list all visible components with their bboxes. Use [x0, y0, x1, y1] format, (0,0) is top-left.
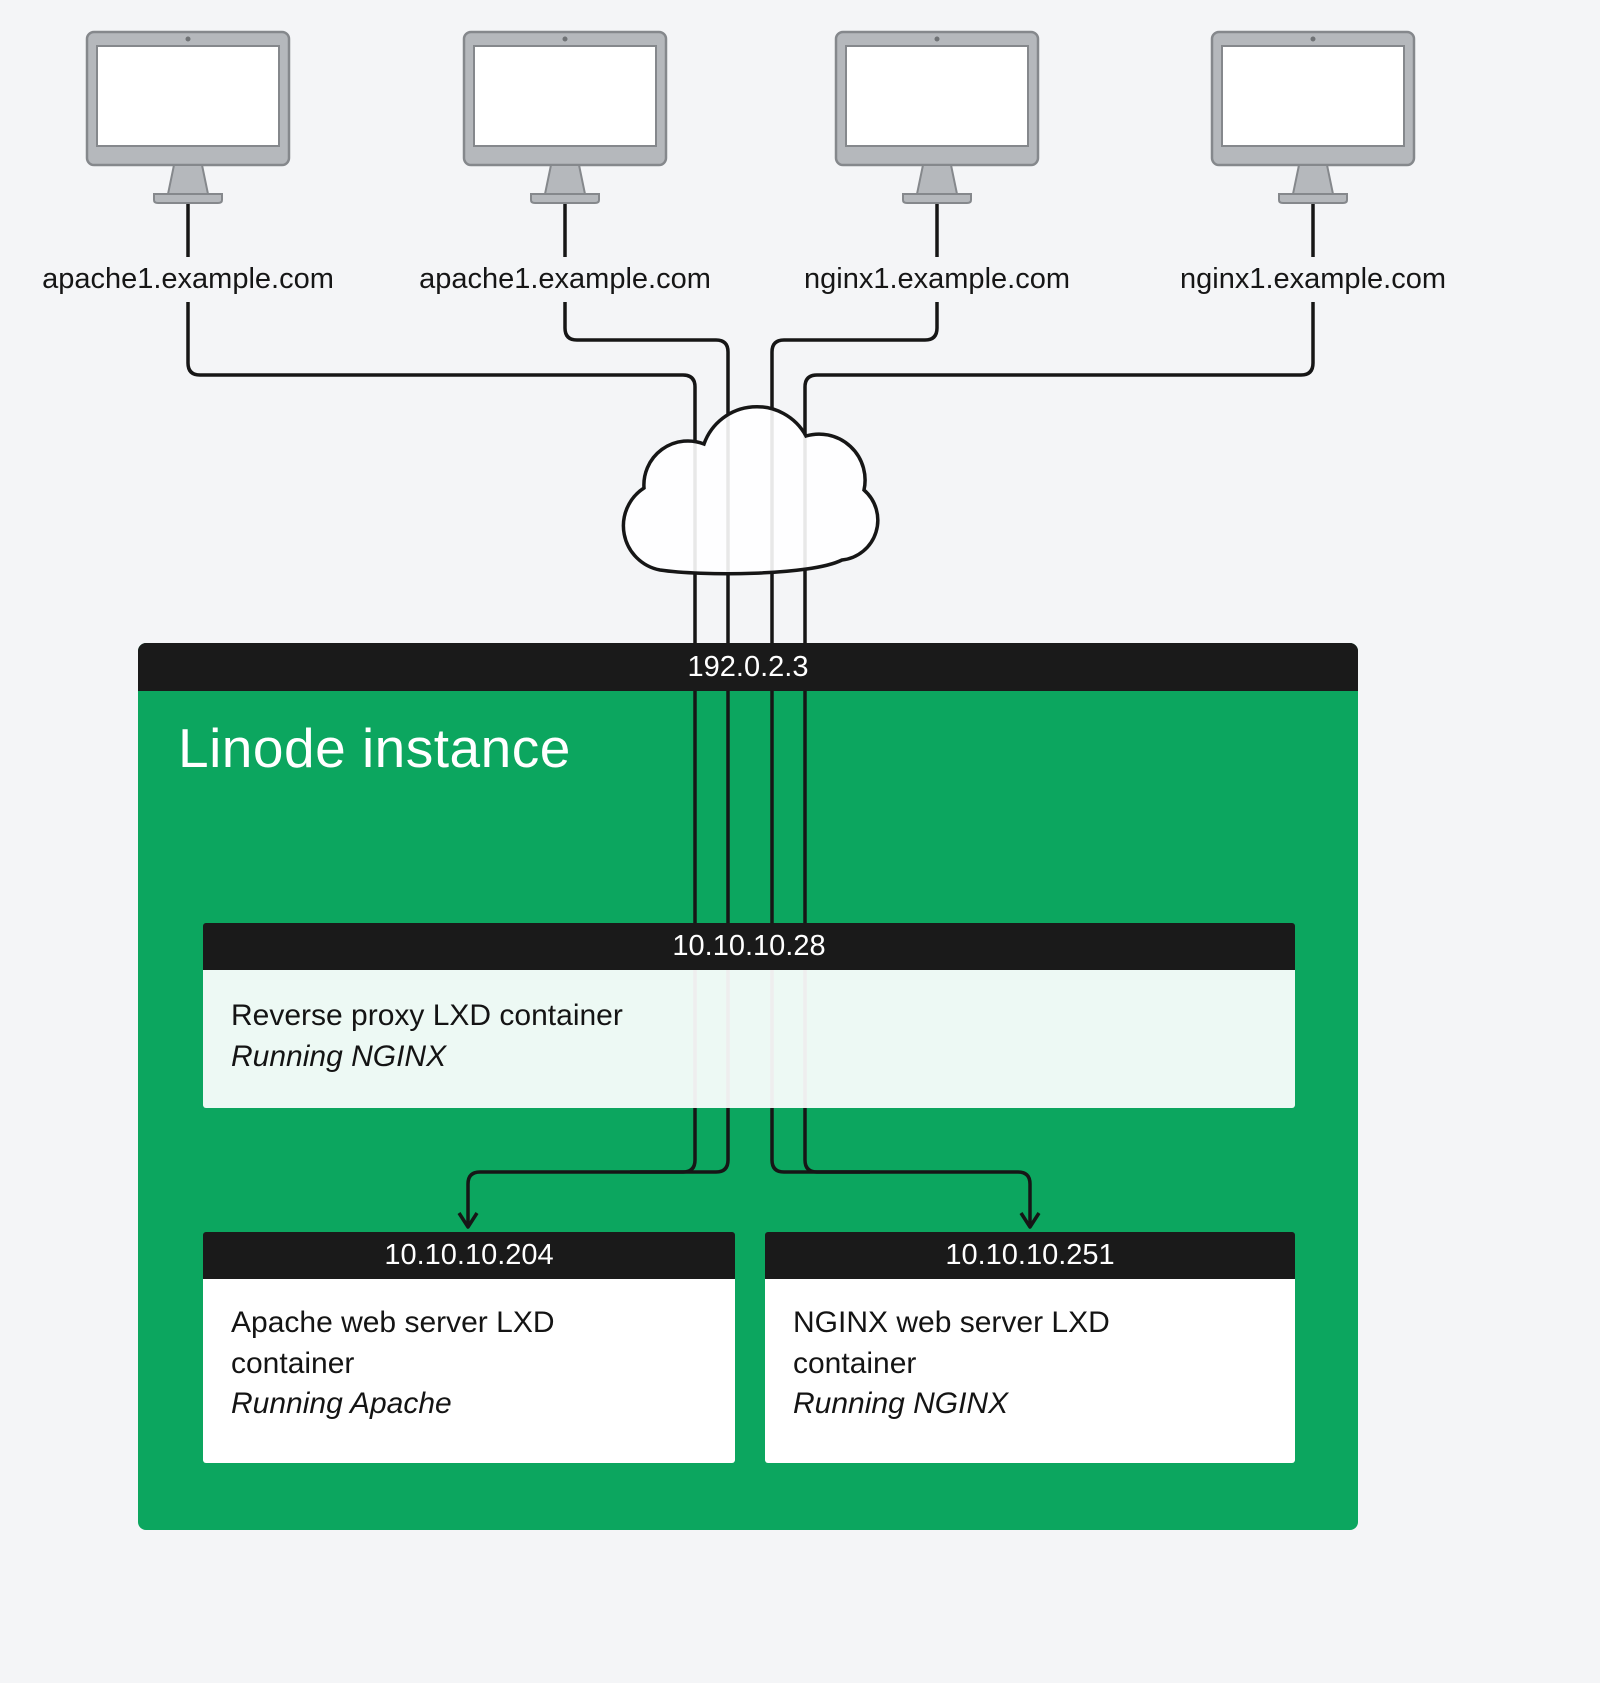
desktop-monitor-icon [85, 30, 291, 205]
apache-ip-bar: 10.10.10.204 [203, 1232, 735, 1279]
nginx-role: Running NGINX [793, 1387, 1009, 1420]
linode-instance-title: Linode instance [178, 717, 571, 779]
reverse-proxy-body: Reverse proxy LXD container Running NGIN… [203, 970, 1295, 1108]
apache-ip: 10.10.10.204 [384, 1239, 554, 1271]
desktop-monitor-icon [462, 30, 668, 205]
nginx-container-box: 10.10.10.251 NGINX web server LXD contai… [765, 1232, 1295, 1463]
wire-client1-to-apache [186, 202, 697, 1224]
reverse-proxy-ip-bar: 10.10.10.28 [203, 923, 1295, 970]
reverse-proxy-name: Reverse proxy LXD container [231, 999, 623, 1032]
arrowhead-nginx [1019, 1212, 1041, 1229]
nginx-name: NGINX web server LXD container [793, 1306, 1110, 1380]
apache-role: Running Apache [231, 1387, 452, 1420]
client-label-apache1-a: apache1.example.com [30, 257, 346, 302]
desktop-monitor-icon [834, 30, 1040, 205]
nginx-ip: 10.10.10.251 [945, 1239, 1115, 1271]
wire-client2-to-apache [563, 202, 730, 1174]
apache-body: Apache web server LXD container Running … [203, 1279, 735, 1463]
linode-public-ip: 192.0.2.3 [687, 650, 809, 683]
client-label-nginx1-a: nginx1.example.com [792, 257, 1082, 302]
desktop-monitor-icon [1210, 30, 1416, 205]
reverse-proxy-container-box: 10.10.10.28 Reverse proxy LXD container … [203, 923, 1295, 1108]
wire-client4-to-nginx [803, 202, 1315, 1224]
nginx-body: NGINX web server LXD container Running N… [765, 1279, 1295, 1463]
apache-container-box: 10.10.10.204 Apache web server LXD conta… [203, 1232, 735, 1463]
nginx-ip-bar: 10.10.10.251 [765, 1232, 1295, 1279]
wire-client3-to-nginx [770, 202, 939, 1174]
client-label-apache1-b: apache1.example.com [407, 257, 723, 302]
cloud-icon [621, 404, 880, 576]
arrowhead-apache [457, 1212, 479, 1229]
reverse-proxy-role: Running NGINX [231, 1039, 447, 1073]
linode-public-ip-bar: 192.0.2.3 [138, 643, 1358, 691]
apache-name: Apache web server LXD container [231, 1306, 555, 1380]
client-label-nginx1-b: nginx1.example.com [1168, 257, 1458, 302]
reverse-proxy-ip: 10.10.10.28 [672, 930, 826, 962]
